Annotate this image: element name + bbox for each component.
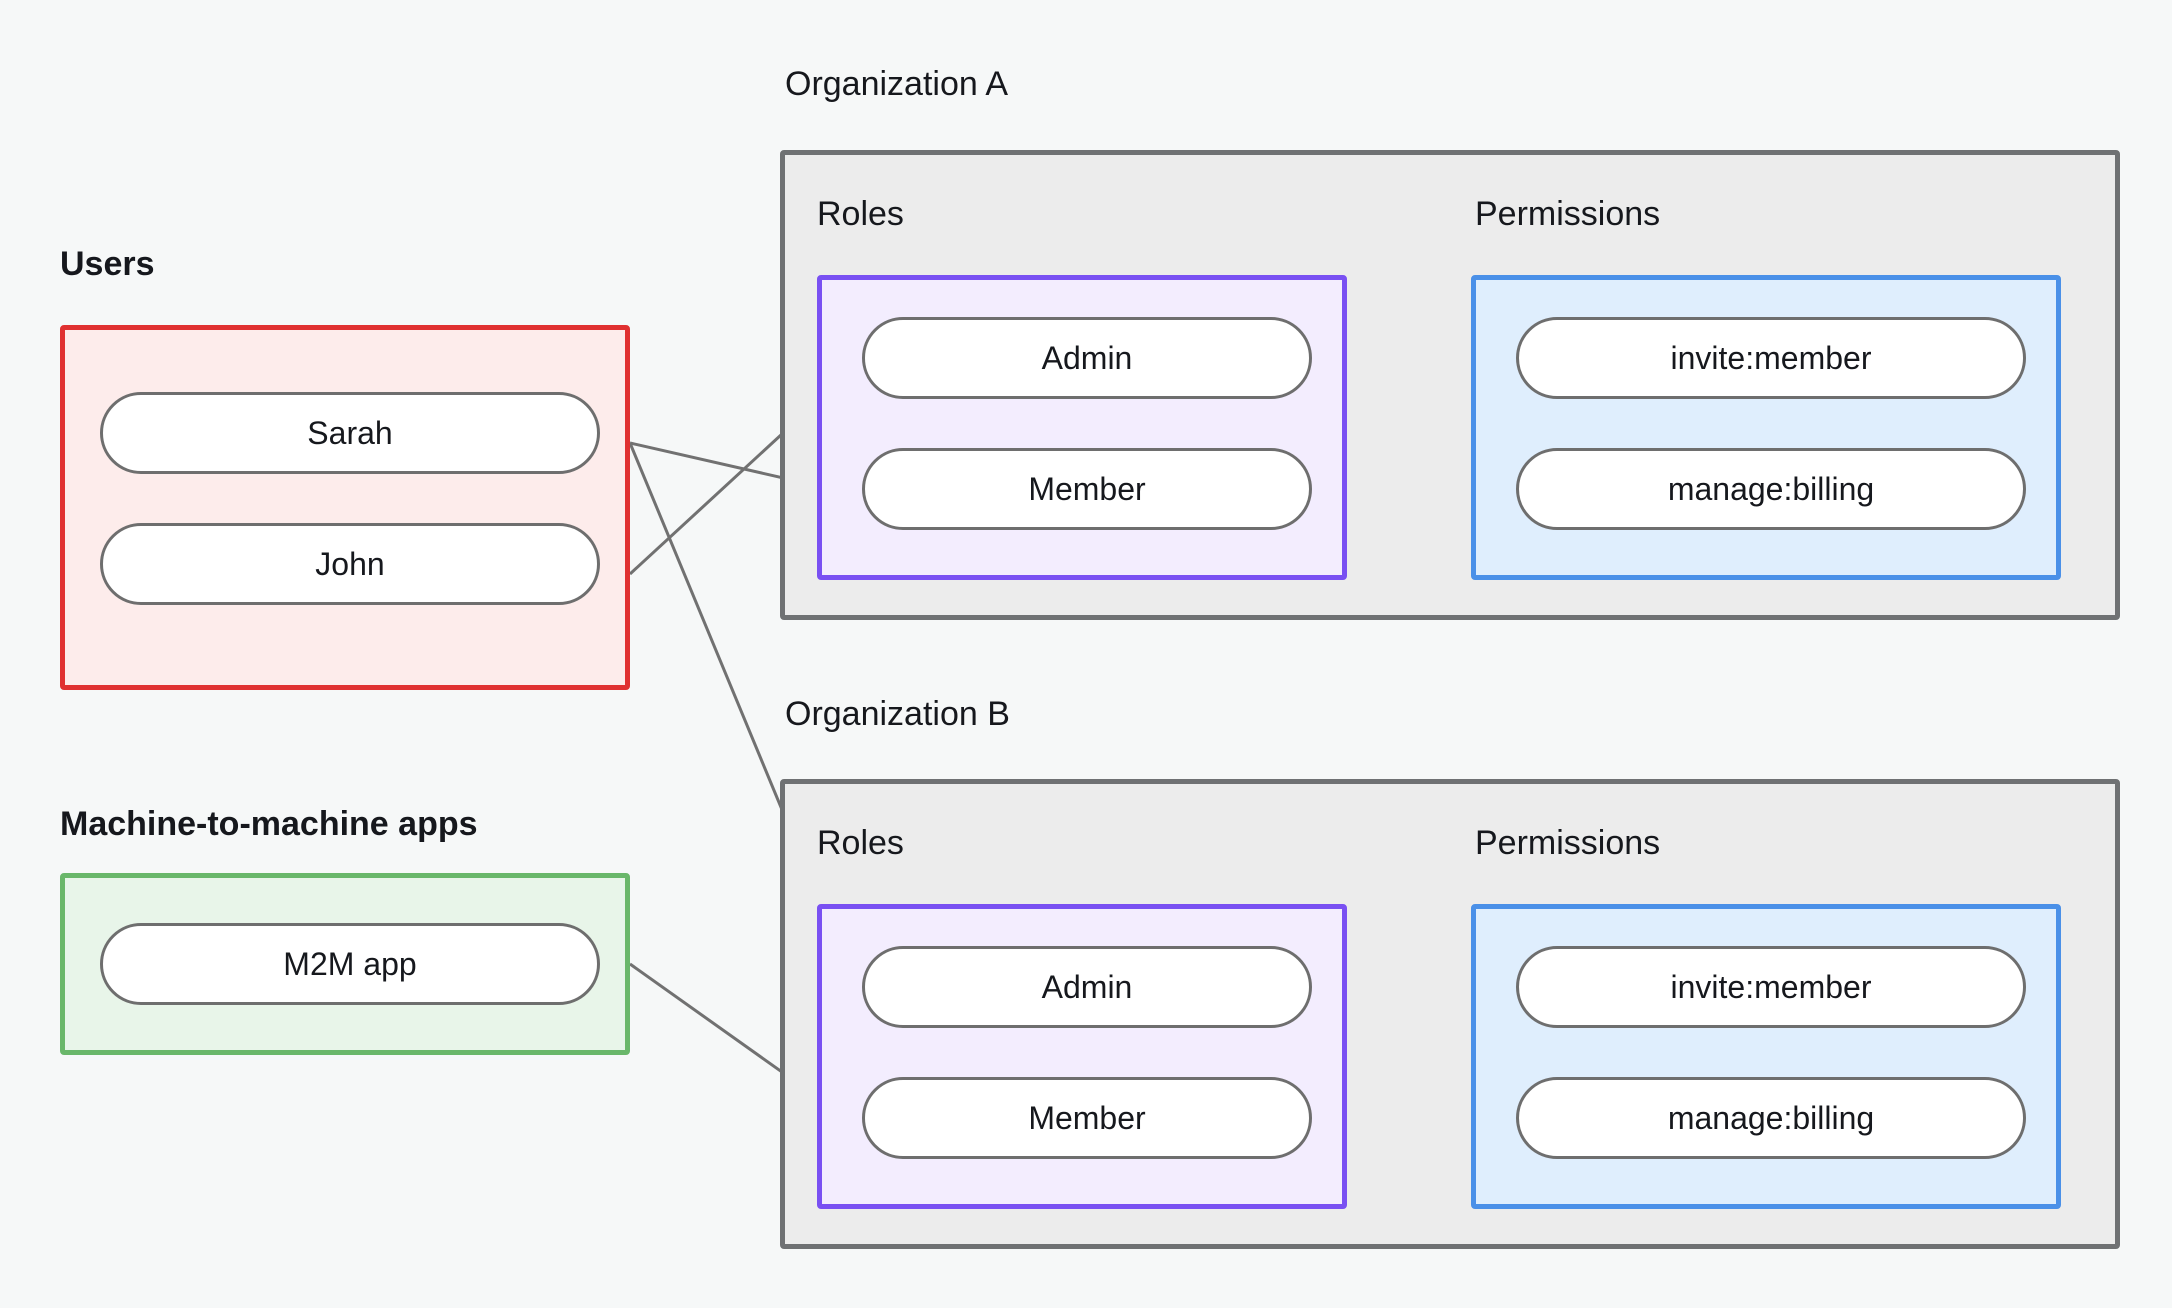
org-b-permissions-label: Permissions — [1475, 824, 1661, 862]
node-org-b-role-member[interactable]: Member — [862, 1077, 1312, 1159]
m2m-caption: Machine-to-machine apps — [60, 805, 478, 843]
org-a-group: Roles Permissions Admin Member invite:me… — [780, 150, 2120, 620]
node-sarah[interactable]: Sarah — [100, 392, 600, 474]
node-org-b-role-admin[interactable]: Admin — [862, 946, 1312, 1028]
users-group: Sarah John — [60, 325, 630, 690]
org-b-roles-label: Roles — [817, 824, 904, 862]
users-caption: Users — [60, 245, 155, 283]
org-b-caption: Organization B — [785, 695, 1010, 733]
org-b-roles-box: Admin Member — [817, 904, 1347, 1209]
node-org-a-perm-invite-member[interactable]: invite:member — [1516, 317, 2026, 399]
node-org-a-role-member[interactable]: Member — [862, 448, 1312, 530]
org-a-roles-label: Roles — [817, 195, 904, 233]
org-a-caption: Organization A — [785, 65, 1009, 103]
org-b-permissions-box: invite:member manage:billing — [1471, 904, 2061, 1209]
org-a-permissions-box: invite:member manage:billing — [1471, 275, 2061, 580]
org-a-roles-box: Admin Member — [817, 275, 1347, 580]
org-b-group: Roles Permissions Admin Member invite:me… — [780, 779, 2120, 1249]
node-john[interactable]: John — [100, 523, 600, 605]
node-org-a-perm-manage-billing[interactable]: manage:billing — [1516, 448, 2026, 530]
org-a-permissions-label: Permissions — [1475, 195, 1661, 233]
m2m-group: M2M app — [60, 873, 630, 1055]
node-org-a-role-admin[interactable]: Admin — [862, 317, 1312, 399]
node-org-b-perm-manage-billing[interactable]: manage:billing — [1516, 1077, 2026, 1159]
node-m2m-app[interactable]: M2M app — [100, 923, 600, 1005]
node-org-b-perm-invite-member[interactable]: invite:member — [1516, 946, 2026, 1028]
